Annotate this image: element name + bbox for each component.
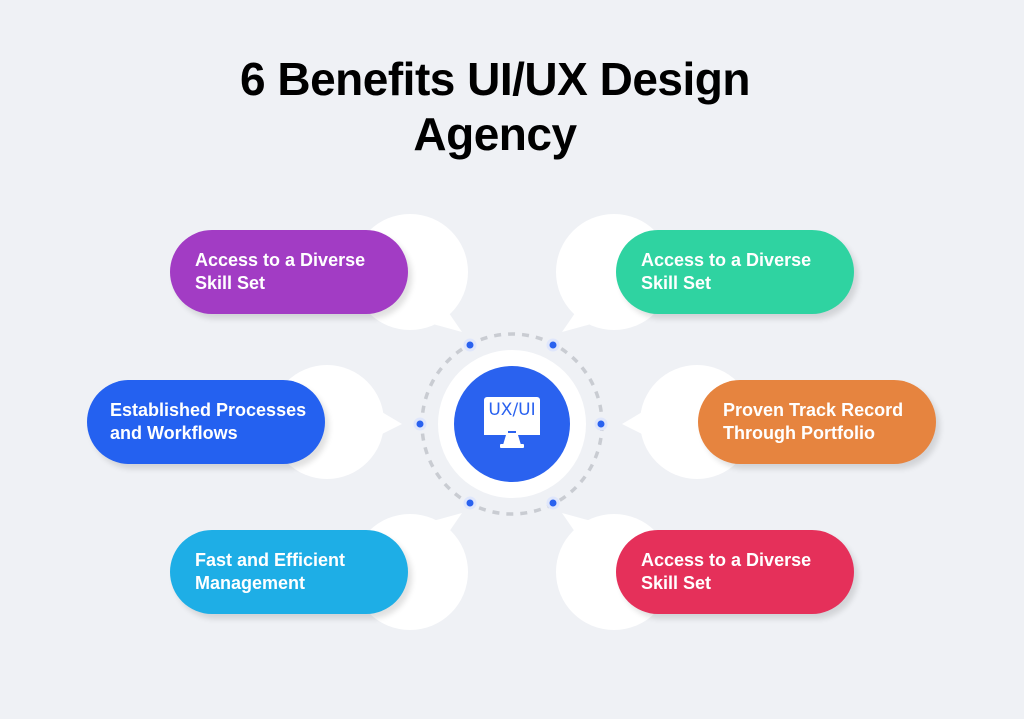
benefit-pill-diverse-skill-set-1: Access to a Diverse Skill Set	[170, 230, 408, 314]
center-label: UX/UI	[488, 400, 536, 420]
monitor-icon	[484, 397, 540, 448]
page-title: 6 Benefits UI/UX Design Agency	[0, 52, 990, 162]
benefit-label-line: Skill Set	[195, 273, 266, 293]
benefit-label-line: Established Processes	[110, 400, 307, 420]
benefit-pill-diverse-skill-set-3: Access to a Diverse Skill Set	[616, 530, 854, 614]
benefit-label-line: Fast and Efficient	[195, 550, 346, 570]
benefit-pill-established-processes: Established Processes and Workflows	[87, 380, 325, 464]
benefit-label-line: Access to a Diverse	[195, 250, 366, 270]
title-line-2: Agency	[413, 108, 577, 160]
benefit-label-line: and Workflows	[110, 423, 238, 443]
benefit-label-line: Access to a Diverse	[641, 550, 812, 570]
benefit-label-line: Access to a Diverse	[641, 250, 812, 270]
benefit-pill-diverse-skill-set-2: Access to a Diverse Skill Set	[616, 230, 854, 314]
benefit-label-line: Proven Track Record	[723, 400, 904, 420]
connector-dot	[546, 338, 560, 352]
connector-dot	[594, 417, 608, 431]
connector-dot	[463, 338, 477, 352]
benefit-label-line: Through Portfolio	[723, 423, 875, 443]
benefit-label-line: Skill Set	[641, 273, 712, 293]
benefit-pill-proven-track-record: Proven Track Record Through Portfolio	[698, 380, 936, 464]
connector-dots	[413, 338, 608, 510]
benefit-label-line: Skill Set	[641, 573, 712, 593]
benefit-pill-fast-efficient-management: Fast and Efficient Management	[170, 530, 408, 614]
connector-dot	[413, 417, 427, 431]
connector-dot	[463, 496, 477, 510]
benefit-label-line: Management	[195, 573, 306, 593]
connector-dot	[546, 496, 560, 510]
title-line-1: 6 Benefits UI/UX Design	[240, 53, 750, 105]
